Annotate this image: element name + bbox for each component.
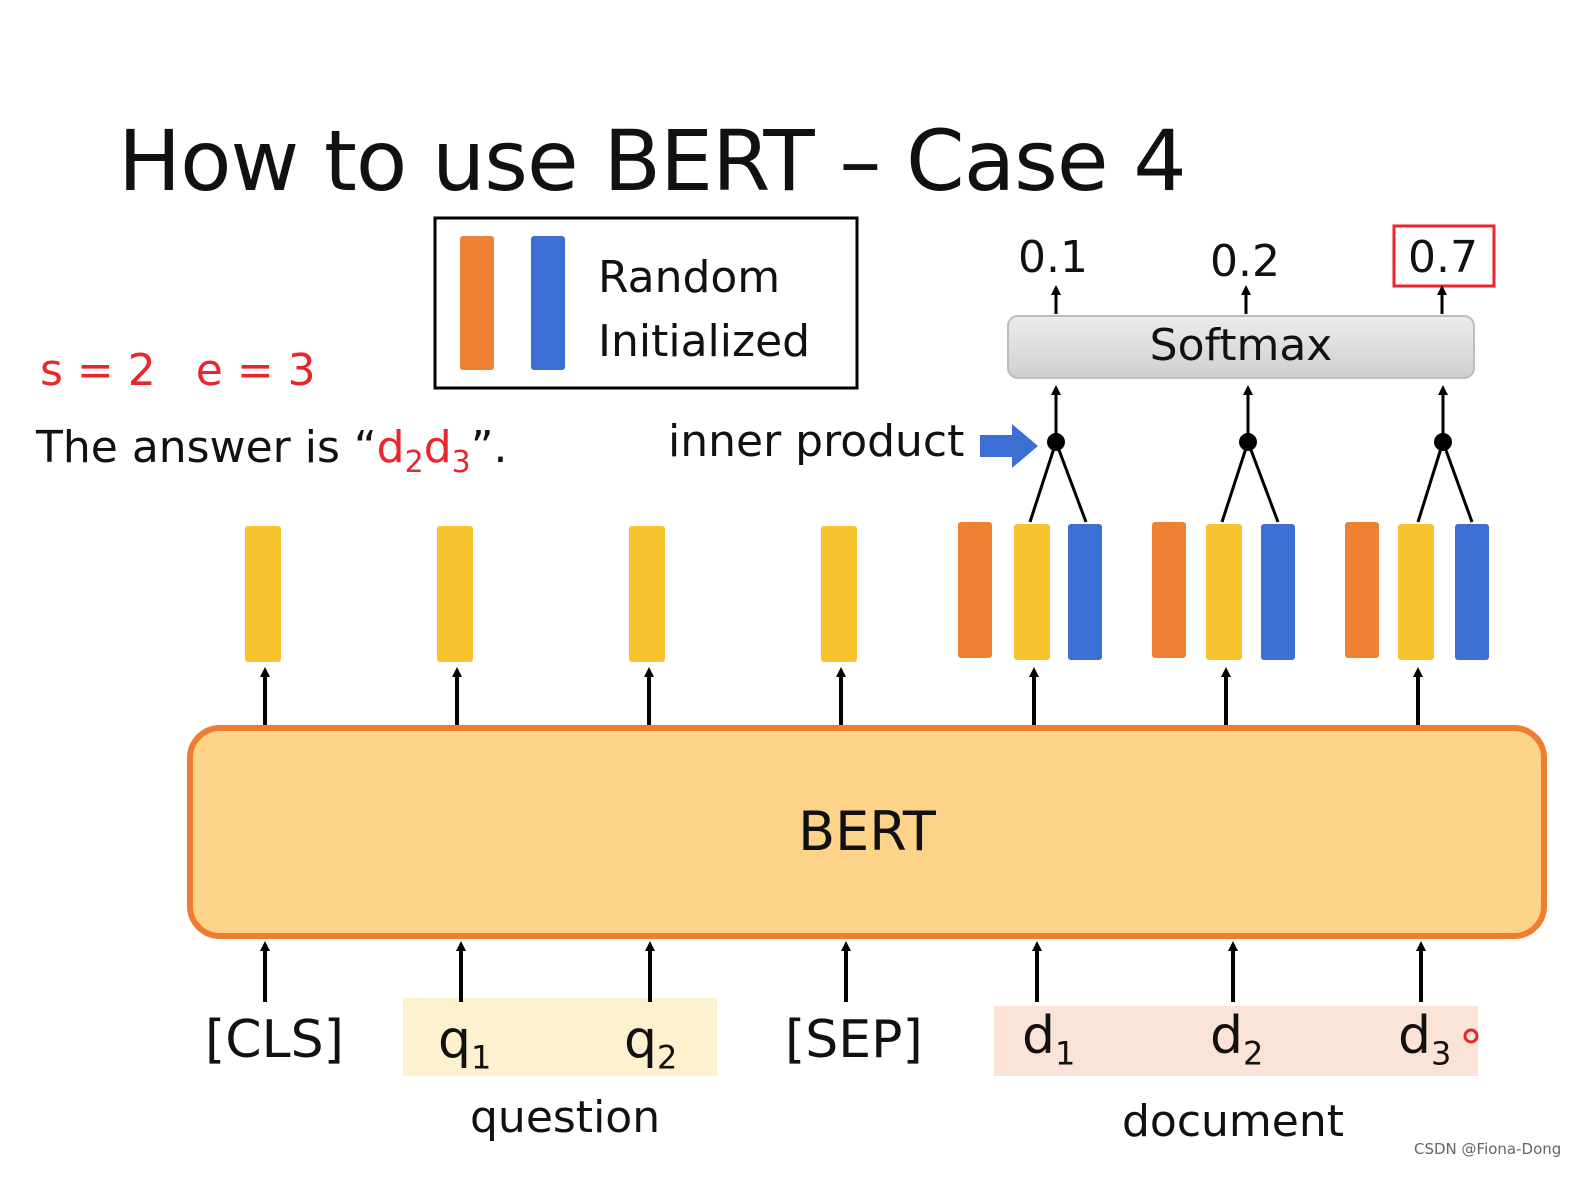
token-d1: d1 xyxy=(1022,1006,1076,1073)
output-vector-q1 xyxy=(437,526,473,662)
answer-prefix: The answer is “ xyxy=(36,422,377,473)
end-vector-1 xyxy=(1068,524,1102,660)
softmax-box xyxy=(1007,315,1475,379)
end-vector-3 xyxy=(1455,524,1489,660)
output-vector-cls xyxy=(245,526,281,662)
question-highlight xyxy=(403,998,717,1076)
start-vector-2 xyxy=(1152,522,1186,658)
bert-box xyxy=(187,725,1547,939)
token-sep: [SEP] xyxy=(785,1010,923,1070)
legend-label: Random Initialized xyxy=(598,246,810,374)
legend-orange-vector xyxy=(460,236,494,370)
probability-3: 0.7 xyxy=(1408,232,1478,283)
start-end-indices: s = 2 e = 3 xyxy=(40,345,356,396)
softmax-label: Softmax xyxy=(1149,320,1333,371)
probability-2: 0.2 xyxy=(1210,236,1280,287)
legend-line-2: Initialized xyxy=(598,316,811,367)
start-index: s = 2 xyxy=(40,345,156,396)
inner-product-label: inner product xyxy=(668,416,965,467)
output-vector-sep xyxy=(821,526,857,662)
inner-product-node-2 xyxy=(1220,385,1280,523)
answer-token-b: d3 xyxy=(423,422,471,480)
output-vector-d3 xyxy=(1398,524,1434,660)
start-vector-1 xyxy=(958,522,992,658)
token-d3: d3 xyxy=(1398,1006,1452,1073)
probability-1: 0.1 xyxy=(1018,232,1088,283)
legend-blue-vector xyxy=(531,236,565,370)
output-vector-d2 xyxy=(1206,524,1242,660)
output-vector-d1 xyxy=(1014,524,1050,660)
legend-box xyxy=(433,216,859,390)
token-q2: q2 xyxy=(624,1010,678,1077)
document-label: document xyxy=(1122,1096,1344,1147)
start-vector-3 xyxy=(1345,522,1379,658)
output-vector-q2 xyxy=(629,526,665,662)
inner-product-node-3 xyxy=(1416,385,1474,523)
end-vector-2 xyxy=(1261,524,1295,660)
slide-title: How to use BERT – Case 4 xyxy=(118,112,1187,210)
legend-line-1: Random xyxy=(598,252,781,303)
document-highlight xyxy=(994,1006,1478,1076)
end-index: e = 3 xyxy=(195,345,316,396)
question-label: question xyxy=(470,1092,661,1143)
inner-product-arrow-icon xyxy=(980,424,1038,468)
bert-label: BERT xyxy=(798,800,936,863)
pointer-dot-icon xyxy=(1463,1028,1479,1044)
watermark: CSDN @Fiona-Dong xyxy=(1414,1140,1562,1158)
answer-token-a: d2 xyxy=(376,422,424,480)
token-d2: d2 xyxy=(1210,1006,1264,1073)
answer-suffix: ”. xyxy=(470,422,508,473)
token-cls: [CLS] xyxy=(205,1010,344,1070)
token-q1: q1 xyxy=(438,1010,492,1077)
answer-sentence: The answer is “d2d3”. xyxy=(36,422,508,480)
inner-product-node-1 xyxy=(1028,385,1088,523)
